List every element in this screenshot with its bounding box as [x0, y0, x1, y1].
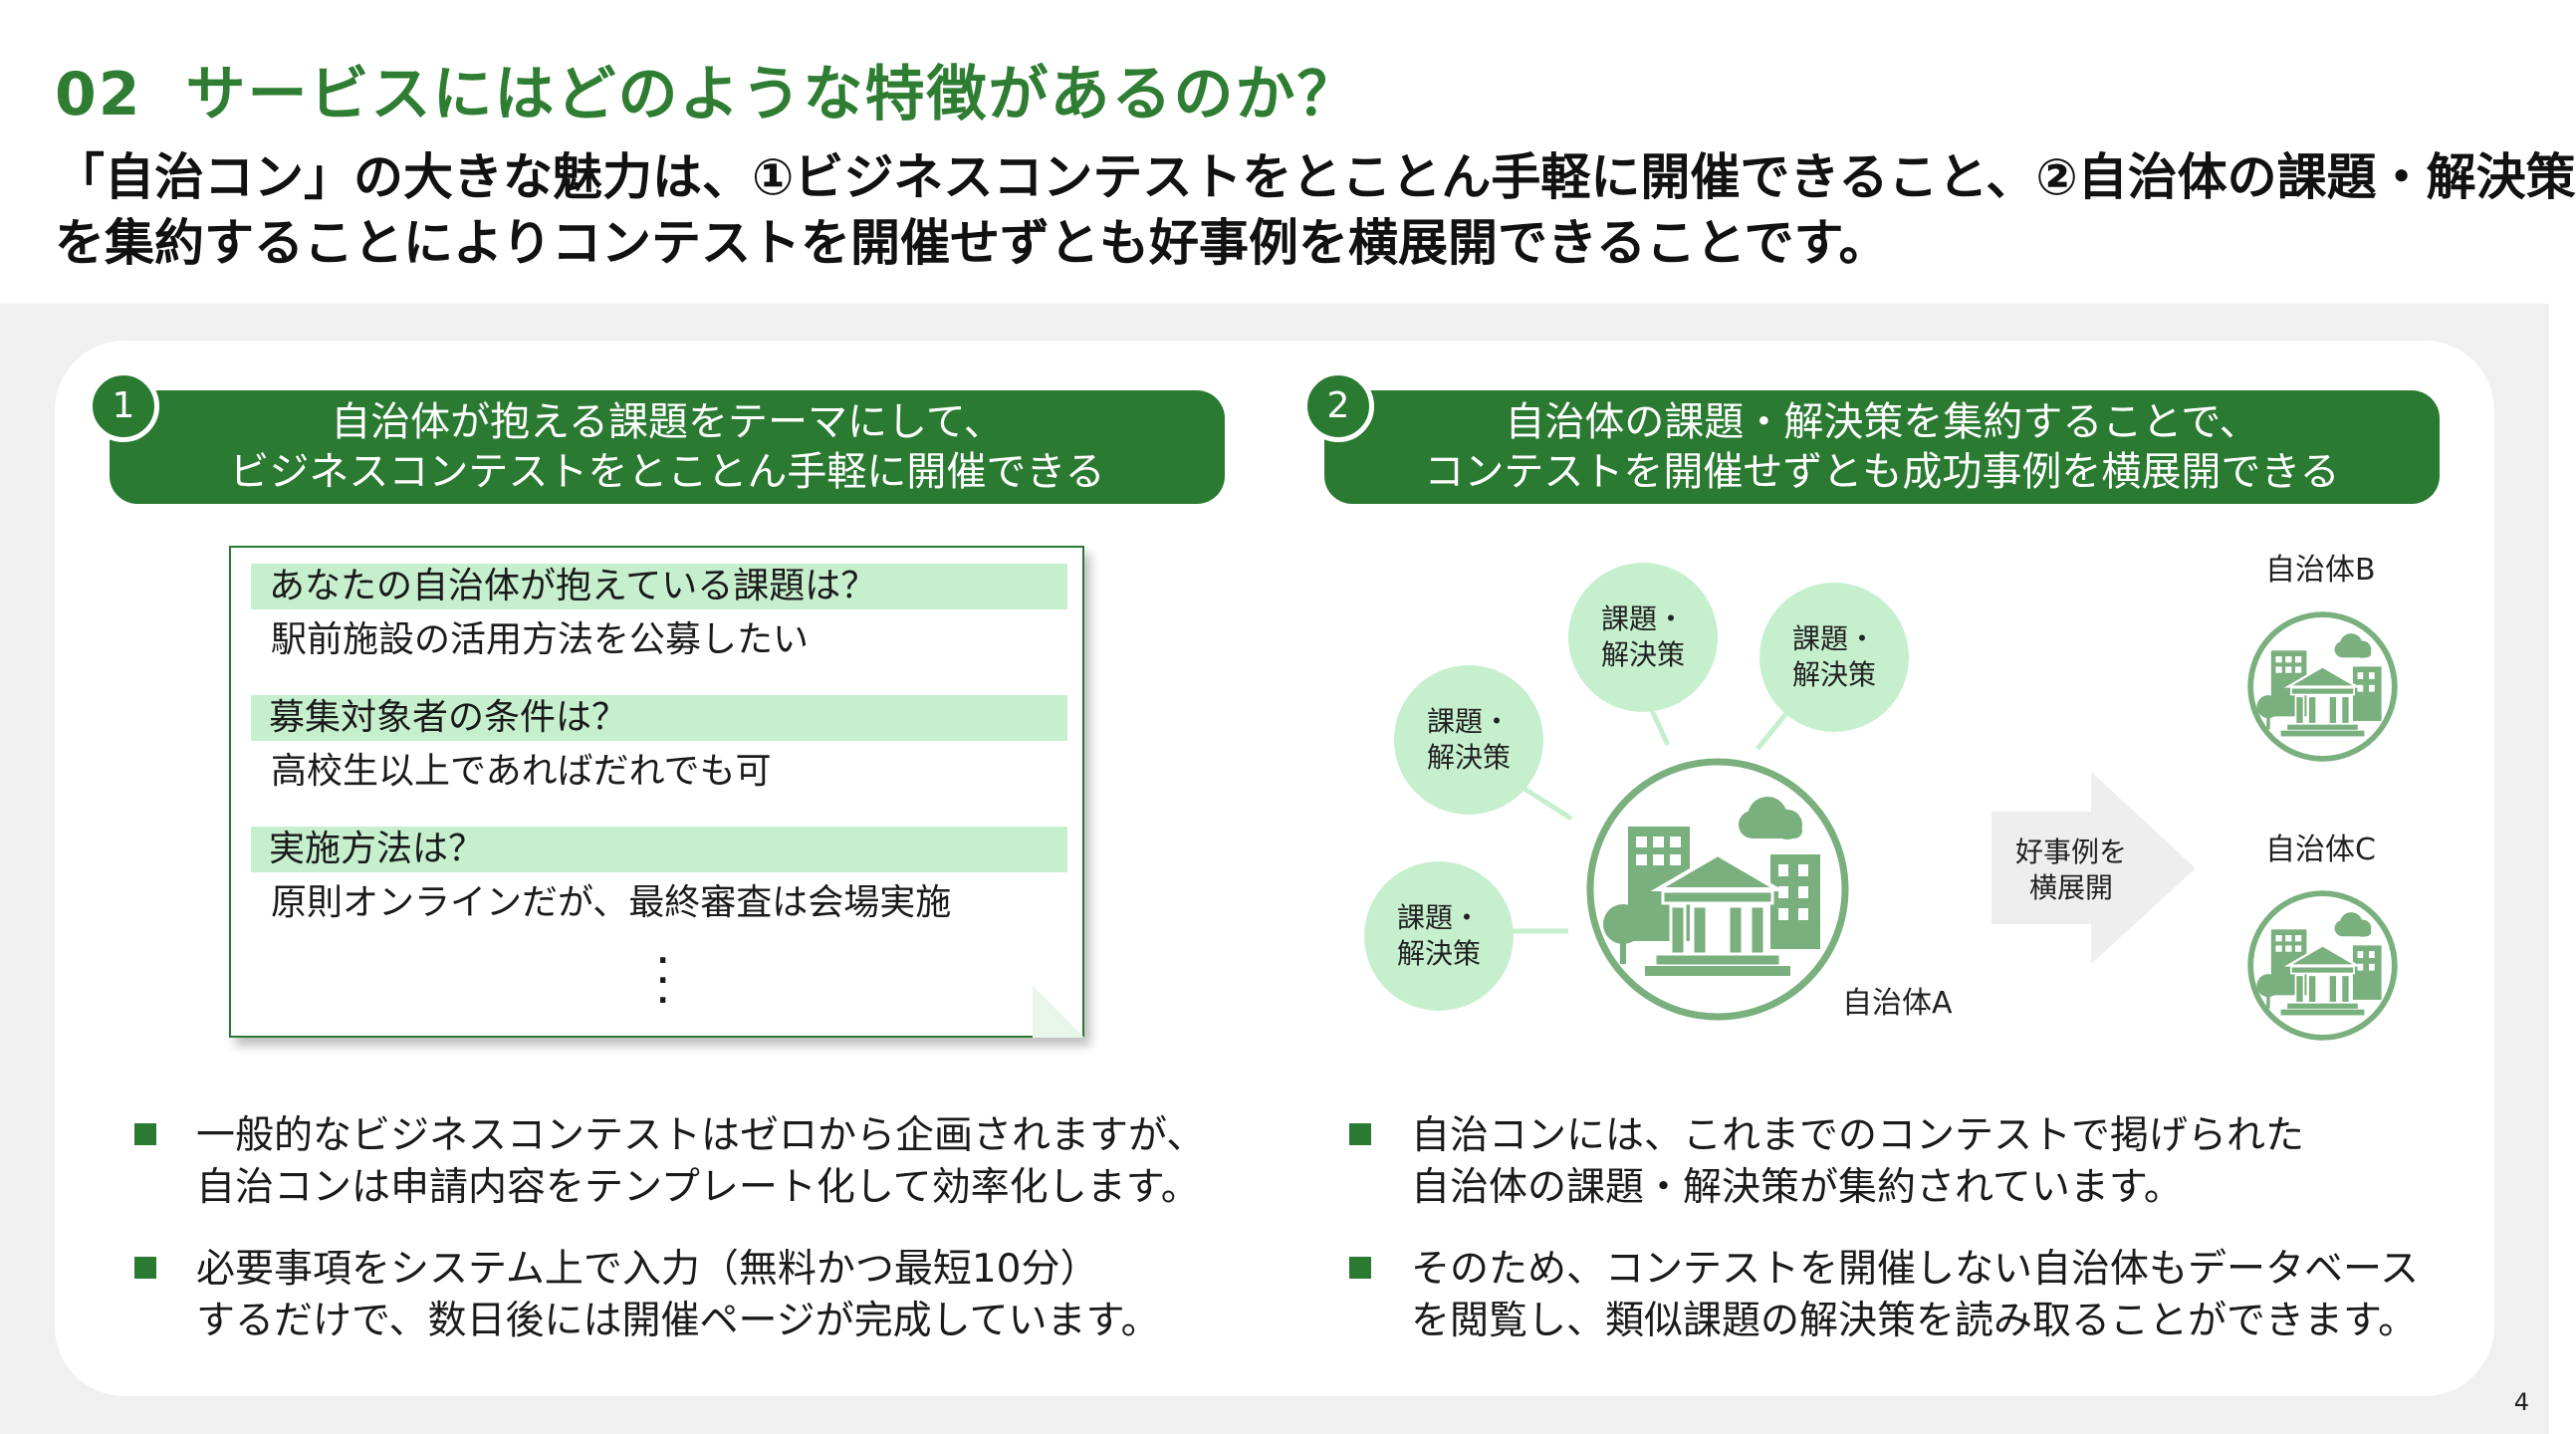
bullet-line: 自治体の課題・解決策が集約されています。 — [1411, 1165, 2183, 1210]
bubble-label: 課題・ — [1791, 622, 1876, 655]
bubble-label: 課題・ — [1396, 901, 1481, 934]
arrow-label-line: 好事例を — [2014, 836, 2127, 868]
bubble-label: 課題・ — [1426, 705, 1511, 738]
issue-solution-bubble: 課題・ 解決策 — [1568, 563, 1718, 712]
form-question-2: 募集対象者の条件は？ — [251, 695, 1067, 741]
list-item: 自治コンには、これまでのコンテストで掲げられた 自治体の課題・解決策が集約されて… — [1349, 1110, 2419, 1214]
list-item: 必要事項をシステム上で入力（無料かつ最短10分） するだけで、数日後には開催ペー… — [134, 1244, 1205, 1347]
form-question-3: 実施方法は？ — [251, 827, 1067, 872]
form-answer-2: 高校生以上であればだれでも可 — [271, 751, 772, 792]
feature-1-banner-line-2: ビジネスコンテストをとことん手軽に開催できる — [229, 449, 1105, 495]
municipality-c-label: 自治体C — [2265, 833, 2376, 867]
application-form-card: あなたの自治体が抱えている課題は？ 駅前施設の活用方法を公募したい 募集対象者の… — [229, 546, 1084, 1038]
square-bullet-icon — [1349, 1123, 1371, 1145]
issue-solution-bubble: 課題・ 解決策 — [1364, 861, 1514, 1011]
square-bullet-icon — [134, 1123, 156, 1145]
feature-1-banner: 自治体が抱える課題をテーマにして、 ビジネスコンテストをとことん手軽に開催できる — [110, 390, 1225, 504]
municipality-b-label: 自治体B — [2265, 553, 2376, 588]
bullet-line: 一般的なビジネスコンテストはゼロから企画されますが、 — [196, 1113, 1206, 1158]
ellipsis-dots: ... — [657, 936, 669, 1011]
page-title: 02 サービスにはどのような特徴があるのか？ — [55, 46, 1359, 132]
bubble-label: 課題・ — [1600, 602, 1685, 635]
arrow-label: 好事例を 横展開 — [2001, 835, 2141, 906]
bullet-line: を閲覧し、類似課題の解決策を読み取ることができます。 — [1411, 1299, 2418, 1343]
feature-1-badge: 1 — [88, 370, 159, 442]
feature-1-banner-line-1: 自治体が抱える課題をテーマにして、 — [331, 399, 1004, 445]
bullet-line: 必要事項をシステム上で入力（無料かつ最短10分） — [196, 1247, 1099, 1292]
form-answer-1: 駅前施設の活用方法を公募したい — [271, 619, 810, 660]
issue-solution-bubble: 課題・ 解決策 — [1394, 665, 1543, 815]
feature-2-banner-line-1: 自治体の課題・解決策を集約することで、 — [1505, 399, 2259, 445]
issue-solution-bubble: 課題・ 解決策 — [1759, 583, 1909, 732]
section-number: 02 — [55, 60, 142, 129]
municipality-a-icon — [1586, 758, 1849, 1021]
bubble-label: 解決策 — [1396, 937, 1481, 970]
lead-text: 「自治コン」の大きな魅力は、①ビジネスコンテストをとことん手軽に開催できること、… — [55, 144, 2576, 276]
form-answer-3: 原則オンラインだが、最終審査は会場実施 — [271, 882, 952, 923]
page-curl-icon — [1033, 986, 1084, 1038]
arrow-label-line: 横展開 — [2028, 871, 2113, 904]
arrow-right-icon — [1991, 772, 2196, 964]
bullet-line: するだけで、数日後には開催ページが完成しています。 — [196, 1299, 1160, 1343]
municipality-c-icon — [2247, 890, 2398, 1041]
square-bullet-icon — [134, 1257, 156, 1279]
bubble-label: 解決策 — [1426, 741, 1511, 774]
feature-2-banner: 自治体の課題・解決策を集約することで、 コンテストを開催せずとも成功事例を横展開… — [1324, 390, 2440, 504]
lead-line-1: 「自治コン」の大きな魅力は、①ビジネスコンテストをとことん手軽に開催できること、… — [55, 148, 2576, 206]
list-item: そのため、コンテストを開催しない自治体もデータベース を閲覧し、類似課題の解決策… — [1349, 1244, 2419, 1347]
feature-1-bullets: 一般的なビジネスコンテストはゼロから企画されますが、 自治コンは申請内容をテンプ… — [134, 1110, 1205, 1377]
square-bullet-icon — [1349, 1257, 1371, 1279]
bullet-line: 自治コンには、これまでのコンテストで掲げられた — [1411, 1113, 2305, 1158]
bubble-label: 解決策 — [1600, 638, 1685, 671]
bullet-line: 自治コンは申請内容をテンプレート化して効率化します。 — [196, 1165, 1200, 1210]
form-question-1: あなたの自治体が抱えている課題は？ — [251, 564, 1067, 609]
bubble-label: 解決策 — [1791, 658, 1876, 691]
municipality-b-icon — [2247, 611, 2398, 762]
municipality-a-label: 自治体A — [1842, 986, 1953, 1021]
feature-2-banner-line-2: コンテストを開催せずとも成功事例を横展開できる — [1424, 449, 2340, 495]
bullet-line: そのため、コンテストを開催しない自治体もデータベース — [1411, 1247, 2420, 1292]
page-number: 4 — [2513, 1388, 2529, 1416]
section-title: サービスにはどのような特徴があるのか？ — [185, 60, 1359, 129]
lead-line-2: を集約することによりコンテストを開催せずとも好事例を横展開できることです。 — [55, 214, 1889, 272]
feature-2-badge: 2 — [1302, 370, 1374, 442]
feature-2-bullets: 自治コンには、これまでのコンテストで掲げられた 自治体の課題・解決策が集約されて… — [1349, 1110, 2419, 1377]
list-item: 一般的なビジネスコンテストはゼロから企画されますが、 自治コンは申請内容をテンプ… — [134, 1110, 1205, 1214]
